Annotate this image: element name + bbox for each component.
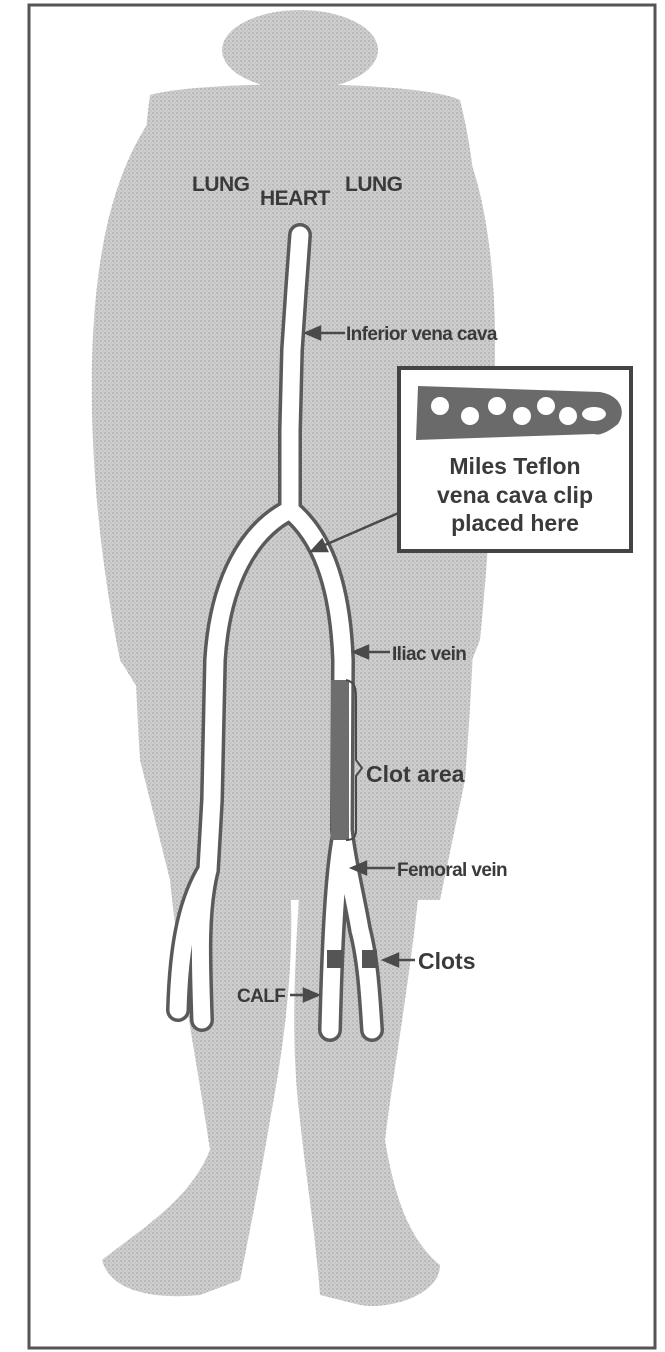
inset-line-2: vena cava clip [437, 482, 593, 508]
label-inferior-vena-cava: Inferior vena cava [346, 324, 498, 345]
label-femoral-vein: Femoral vein [397, 860, 507, 881]
clot-marker-left [327, 950, 342, 968]
label-lung-left: LUNG [192, 173, 250, 196]
label-heart: HEART [260, 187, 331, 210]
clot-marker-right [362, 950, 377, 968]
clot-area-segment [331, 680, 349, 840]
inset-line-1: Miles Teflon [449, 453, 580, 479]
label-clot-area: Clot area [366, 761, 465, 787]
label-clots: Clots [418, 948, 476, 974]
label-iliac-vein: Iliac vein [392, 644, 466, 665]
label-calf: CALF [237, 986, 285, 1007]
teflon-clip-icon [416, 386, 622, 440]
label-lung-right: LUNG [345, 173, 403, 196]
clip-inset: Miles Teflon vena cava clip placed here [399, 368, 631, 551]
inset-line-3: placed here [451, 510, 579, 536]
